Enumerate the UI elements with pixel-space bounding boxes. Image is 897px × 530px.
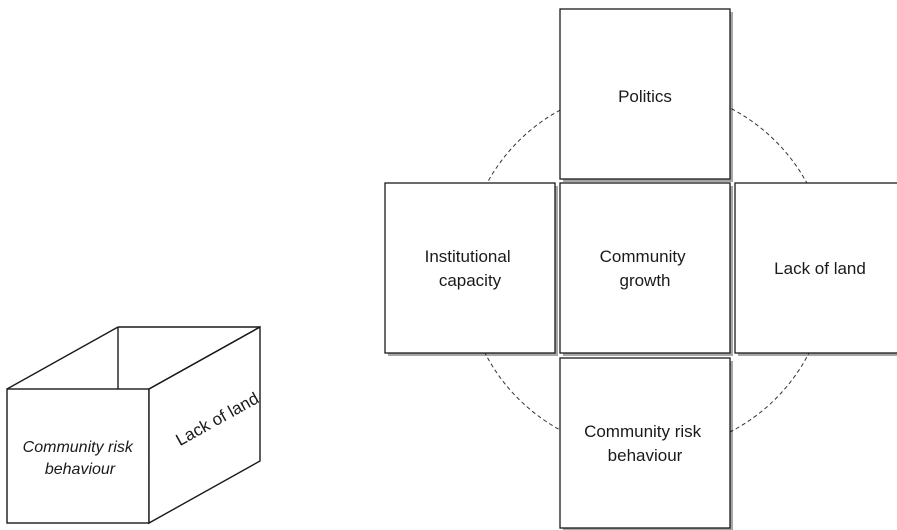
- label-institutional-capacity: Institutional capacity: [425, 247, 516, 290]
- square-institutional-capacity: [384, 182, 556, 354]
- label-community-growth: Community growth: [600, 247, 691, 290]
- cross-layout: Politics Institutional capacity Communit…: [384, 8, 897, 530]
- label-politics: Politics: [618, 87, 672, 106]
- square-community-risk-behaviour: [559, 357, 731, 529]
- open-box: [6, 325, 261, 525]
- square-community-growth: [559, 182, 731, 354]
- label-community-risk-behaviour: Community risk behaviour: [584, 422, 706, 465]
- label-lack-of-land: Lack of land: [774, 259, 866, 278]
- square-politics: [559, 8, 731, 180]
- box-front-face: [6, 388, 150, 524]
- square-lack-of-land: [734, 182, 897, 354]
- box-front-label: Community risk behaviour: [23, 439, 138, 478]
